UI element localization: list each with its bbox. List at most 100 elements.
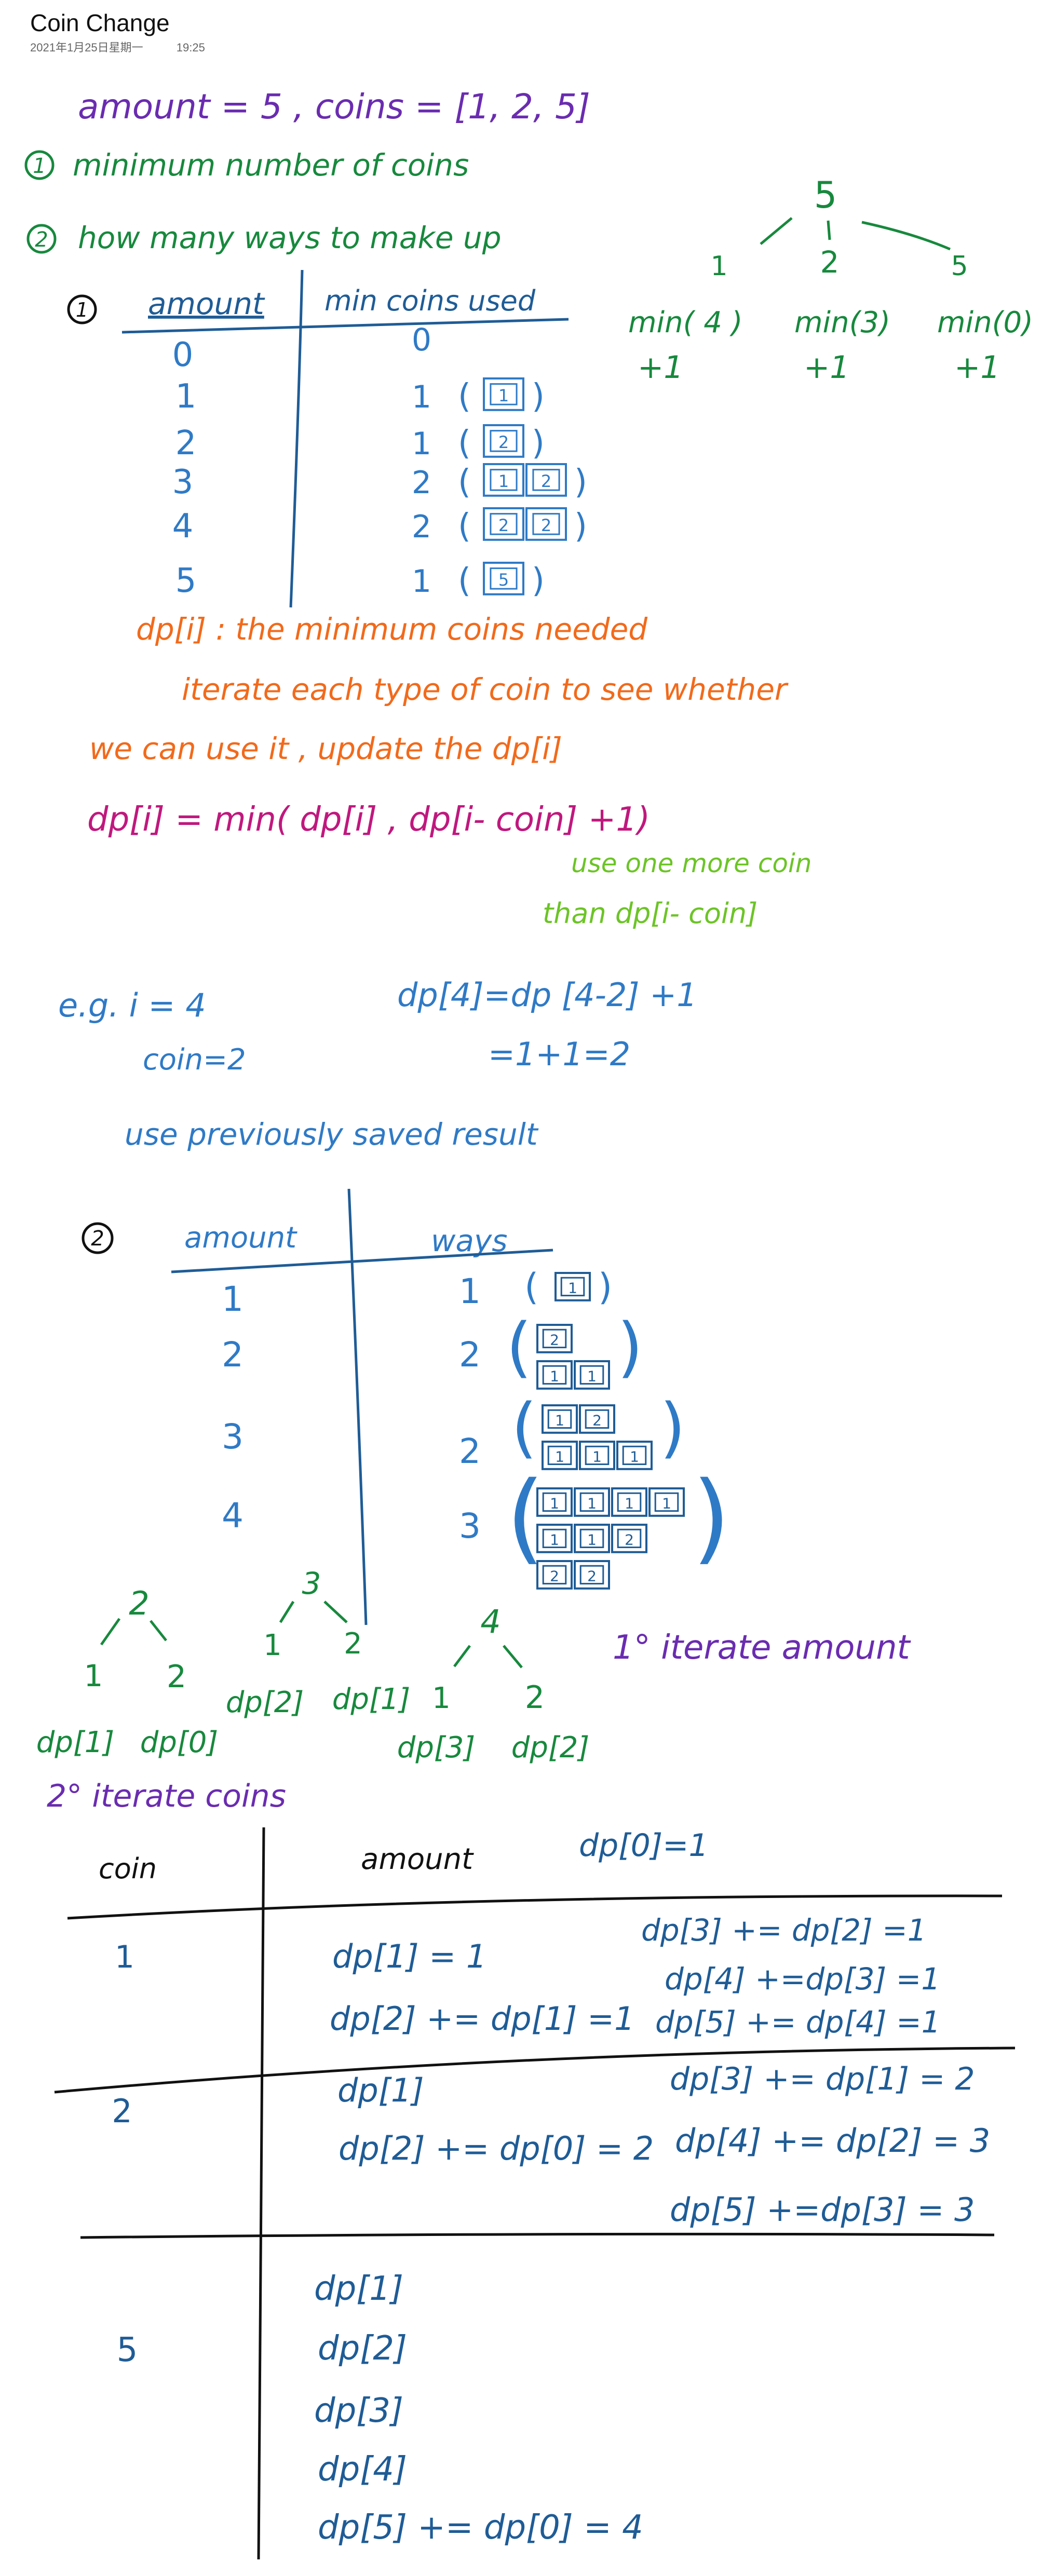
tree3-dp-left: dp[2]	[226, 1686, 304, 1719]
example-coin: coin=2	[143, 1043, 246, 1077]
coin-value: 2	[587, 1567, 597, 1584]
question-1-text: minimum number of coins	[73, 147, 469, 183]
question-2-circle	[26, 224, 57, 254]
coin-box	[579, 1404, 615, 1434]
question-1-circle	[24, 150, 55, 180]
tree4-dp-left: dp[3]	[397, 1731, 475, 1765]
table3-row3-left-5: dp[5] += dp[0] = 4	[318, 2509, 643, 2547]
tree1-edge-mid	[827, 220, 831, 240]
coin-value: 1	[555, 1448, 564, 1465]
example-reuse: use previously saved result	[125, 1117, 539, 1152]
table2-paren-open: (	[506, 1460, 545, 1575]
table2-ways-cell: 2	[459, 1335, 481, 1375]
tree1-root: 5	[814, 174, 837, 216]
note-time: 19:25	[176, 41, 205, 54]
table2-coin-icon: 1	[574, 1487, 610, 1517]
coin-value: 1	[625, 1495, 634, 1512]
table2-coin-icon: 1	[611, 1487, 647, 1517]
note-title: Coin Change	[30, 9, 170, 36]
tree4-dp-right: dp[2]	[511, 1731, 589, 1765]
coin-value: 1	[630, 1448, 639, 1465]
table2-coin-icon: 1	[648, 1487, 685, 1517]
table2-coin-icon: 1	[542, 1404, 578, 1434]
coin-box	[525, 507, 567, 541]
table3-row2-right-1: dp[3] += dp[1] = 2	[670, 2061, 975, 2097]
coin-box-inner	[560, 1277, 585, 1297]
tree4-left: 1	[432, 1682, 451, 1715]
coin-box-inner	[547, 1409, 572, 1429]
tree1-edge-left	[760, 217, 793, 245]
tree3-edge-left	[279, 1601, 295, 1623]
tree3-edge-right	[323, 1601, 348, 1623]
table2-amount-cell: 4	[222, 1496, 244, 1536]
table3-row2-right-2: dp[4] += dp[2] = 3	[675, 2122, 990, 2160]
coin-value: 1	[662, 1495, 671, 1512]
table1-header-amount: amount	[148, 286, 265, 321]
question-1-number: 1	[33, 154, 46, 178]
table1-paren-open: (	[458, 424, 471, 463]
tree1-plus-3: +1	[954, 349, 1000, 386]
coin-box	[554, 1272, 591, 1301]
min-coins-table: 1 amount min coins used 012345011221(1)(…	[67, 269, 587, 608]
tree1-branch-1: 1	[710, 251, 727, 282]
table2-coin-icon: 2	[574, 1560, 610, 1590]
table1-paren-open: (	[458, 377, 471, 416]
table1-coin-icon: 5	[483, 562, 524, 595]
table1-amount-cell: 5	[175, 562, 197, 600]
table2-coin-icon: 2	[536, 1324, 573, 1353]
tree3-right: 2	[344, 1627, 362, 1661]
table1-amount-cell: 3	[172, 463, 194, 501]
table1-coin-icon: 2	[483, 424, 524, 458]
table2-ways-cell: 2	[459, 1431, 481, 1471]
question-2-number: 2	[35, 228, 48, 252]
table3-row1-right-3: dp[5] += dp[4] =1	[655, 2004, 941, 2040]
table2-coin-icon: 1	[536, 1360, 573, 1390]
table1-header-rule	[121, 318, 569, 334]
table2-coin-icon: 1	[574, 1524, 610, 1553]
table2-coin-icon: 1	[536, 1524, 573, 1553]
coin-box-inner	[547, 1445, 572, 1466]
tree1-plus-2: +1	[804, 349, 849, 386]
coin-box	[611, 1487, 647, 1517]
table2-coin-icon: 1	[574, 1360, 610, 1390]
coin-value: 2	[541, 516, 551, 535]
table2-coin-icon: 2	[579, 1404, 615, 1434]
coin-box-inner	[532, 469, 560, 491]
ways-trees: 2 1 2 dp[1] dp[0] 3 1 2 dp[2] dp[1] 4 1 …	[36, 1566, 589, 1765]
tree1-branch-3: 5	[951, 251, 968, 282]
tree2-edge-left	[100, 1618, 121, 1646]
formula-note-1: use one more coin	[571, 848, 812, 878]
table2-paren-close: )	[598, 1266, 612, 1308]
question-2-text: how many ways to make up	[78, 220, 502, 255]
dp-initial-value: dp[0]=1	[579, 1827, 709, 1864]
tree2-right: 2	[167, 1659, 186, 1695]
table2-coin-icon: 1	[542, 1441, 578, 1470]
coin-box-inner	[579, 1492, 604, 1512]
dp-definition: dp[i] : the minimum coins needed	[136, 612, 648, 647]
tree4-root: 4	[480, 1603, 501, 1640]
tree2-root: 2	[129, 1584, 149, 1622]
iterate-coins-label: 2° iterate coins	[47, 1778, 286, 1814]
tree3-left: 1	[263, 1629, 282, 1662]
coin-value: 2	[498, 516, 509, 535]
coin-iteration-table: coin amount dp[0]=1 1 dp[1] = 1 dp[2] +=…	[54, 1827, 1016, 2560]
coin-box-inner	[490, 513, 518, 535]
coin-value: 2	[498, 432, 509, 452]
tree2-left: 1	[84, 1658, 103, 1693]
table1-min-cell: 2	[412, 465, 431, 501]
coin-value: 2	[592, 1412, 602, 1429]
coin-box	[542, 1404, 578, 1434]
tree1-leaf-2: min(3)	[794, 306, 890, 340]
table3-row3-left-1: dp[1]	[314, 2270, 403, 2308]
tree4-edge-right	[503, 1645, 523, 1669]
table2-amount-cell: 1	[222, 1279, 244, 1319]
tree1-branch-2: 2	[820, 245, 840, 280]
table2-column-rule	[347, 1188, 368, 1625]
table2-coin-icon: 2	[536, 1560, 573, 1590]
coin-value: 1	[498, 386, 509, 405]
table1-coin-icon: 2	[483, 507, 524, 541]
table2-coin-icon: 1	[536, 1487, 573, 1517]
table2-ways-cell: 1	[459, 1271, 481, 1311]
